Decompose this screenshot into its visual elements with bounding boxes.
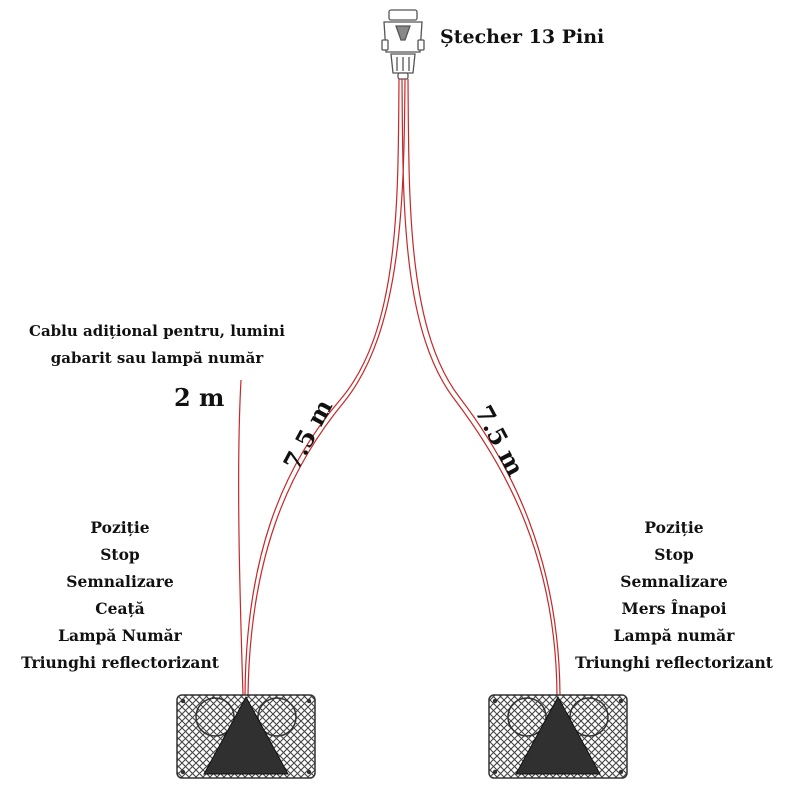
cable-right-main-sheath (407, 78, 561, 696)
cable-extra (238, 379, 244, 696)
left-function-item: Ceață (95, 599, 145, 618)
left-function-item: Poziție (90, 518, 150, 537)
right-tail-lamp (488, 694, 628, 779)
wiring-cables (238, 78, 561, 696)
right-function-item: Stop (654, 545, 694, 564)
trailer-plug-13-pin-icon (381, 9, 425, 80)
left-function-item: Triunghi reflectorizant (21, 653, 219, 672)
right-function-item: Semnalizare (620, 572, 728, 591)
right-function-item: Poziție (644, 518, 704, 537)
left-lamp-functions: Poziție Stop Semnalizare Ceață Lampă Num… (0, 514, 240, 676)
left-function-item: Semnalizare (66, 572, 174, 591)
left-tail-lamp (176, 694, 316, 779)
plug-title: Ștecher 13 Pini (440, 26, 605, 48)
right-function-item: Mers Înapoi (621, 599, 727, 618)
left-function-item: Stop (100, 545, 140, 564)
cable-right-main (401, 78, 558, 696)
right-function-item: Triunghi reflectorizant (575, 653, 773, 672)
extra-cable-label: Cablu adițional pentru, lumini gabarit s… (29, 322, 285, 367)
right-lamp-functions: Poziție Stop Semnalizare Mers Înapoi Lam… (558, 514, 790, 676)
right-function-item: Lampă număr (613, 626, 735, 645)
cable-left-main (244, 78, 400, 696)
left-function-item: Lampă Număr (58, 626, 182, 645)
cable-left-main-sheath (247, 78, 406, 696)
extra-cable-length: 2 m (174, 383, 225, 412)
